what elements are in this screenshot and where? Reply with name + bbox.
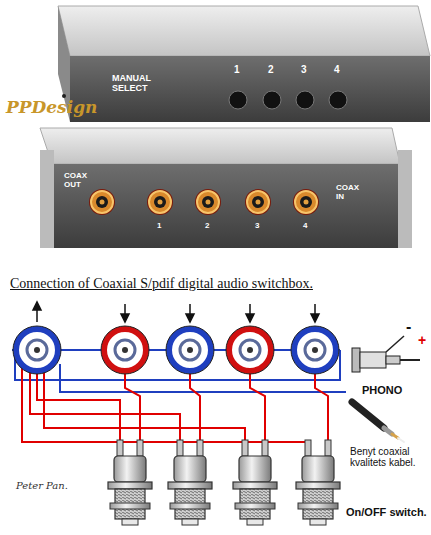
phono-jack-symbol — [360, 352, 386, 368]
rca-jack-symbol — [122, 347, 128, 353]
button-number: 4 — [334, 64, 340, 75]
rca-jack-symbol — [294, 329, 336, 371]
coaxial-cable — [352, 402, 404, 442]
logo: PPDesign — [6, 98, 97, 117]
rca-jack-symbol — [104, 329, 146, 371]
rca-jack-symbol — [101, 326, 149, 374]
phono-jack-symbol — [386, 356, 400, 364]
button-number: 3 — [301, 64, 307, 75]
rca-jack-symbol — [226, 326, 274, 374]
switchbox-front-photo — [329, 91, 347, 109]
on-off-switch — [108, 440, 340, 525]
switchbox-back-photo — [40, 128, 412, 248]
rca-jack-symbol — [13, 326, 339, 374]
rca-jack-symbol — [27, 340, 47, 360]
panel-label: COAX OUT — [64, 172, 94, 190]
panel-label: MANUAL SELECT — [112, 74, 160, 94]
signal-direction-arrow — [33, 302, 41, 310]
switchbox-back-photo — [52, 164, 400, 248]
rca-jack-symbol — [34, 347, 40, 353]
input-number: 4 — [303, 222, 307, 231]
switchbox-back-photo — [195, 189, 221, 215]
rca-jack-symbol — [229, 329, 271, 371]
rca-jack-symbol — [247, 347, 253, 353]
phono-jack-symbol — [352, 336, 420, 372]
panel-label: COAX IN — [336, 184, 366, 202]
switchbox-back-photo — [89, 189, 115, 215]
rca-jack-symbol — [115, 340, 135, 360]
signal-direction-arrow — [311, 314, 319, 322]
input-number: 1 — [157, 222, 161, 231]
coaxial-cable — [398, 438, 404, 442]
rca-jack-symbol — [240, 340, 260, 360]
part-label: On/OFF switch. — [346, 506, 427, 518]
rca-jack-symbol — [187, 347, 193, 353]
note: Benyt coaxial kvalitets kabel. — [350, 446, 428, 468]
rca-jack-symbol — [312, 347, 318, 353]
input-number: 3 — [255, 222, 259, 231]
coaxial-cable — [352, 402, 384, 428]
phono-jack-symbol — [352, 348, 360, 372]
rca-jack-symbol — [16, 329, 58, 371]
switchbox-front-photo — [58, 6, 430, 122]
signal-direction-arrow — [121, 314, 129, 322]
switchbox-front-photo — [58, 6, 430, 56]
button-number: 2 — [268, 64, 274, 75]
phono-jack-symbol — [386, 336, 404, 352]
switchbox-back-photo — [40, 128, 400, 164]
switchbox-back-photo — [398, 150, 412, 248]
polarity-sign: - — [406, 318, 411, 336]
on-off-switch — [233, 440, 277, 525]
part-label: PHONO — [362, 384, 402, 396]
phono-jack-symbol — [400, 359, 420, 361]
rca-jack-symbol — [305, 340, 325, 360]
switchbox-back-photo — [147, 189, 173, 215]
signal-direction-arrow — [246, 314, 254, 322]
input-number: 2 — [205, 222, 209, 231]
diagram-title: Connection of Coaxial S/pdif digital aud… — [10, 276, 313, 291]
rca-jack-symbol — [169, 329, 211, 371]
on-off-switch — [296, 440, 340, 525]
coaxial-cable — [392, 434, 398, 438]
on-off-switch — [168, 440, 212, 525]
button-number: 1 — [234, 64, 240, 75]
rca-jack-symbol — [291, 326, 339, 374]
switchbox-back-photo — [40, 150, 54, 248]
signal-direction-arrow — [186, 314, 194, 322]
signature: Peter Pan. — [16, 480, 68, 491]
rca-jack-symbol — [166, 326, 214, 374]
switchbox-back-photo — [245, 189, 271, 215]
polarity-sign: + — [418, 333, 426, 348]
switchbox-front-photo — [70, 56, 430, 122]
switchbox-front-photo — [296, 91, 314, 109]
switchbox-front-photo — [263, 91, 281, 109]
switchbox-back-photo — [293, 189, 319, 215]
rca-jack-symbol — [13, 326, 61, 374]
switchbox-front-photo — [229, 91, 247, 109]
on-off-switch — [108, 440, 152, 525]
signal-direction-arrow — [33, 302, 319, 322]
rca-jack-symbol — [180, 340, 200, 360]
